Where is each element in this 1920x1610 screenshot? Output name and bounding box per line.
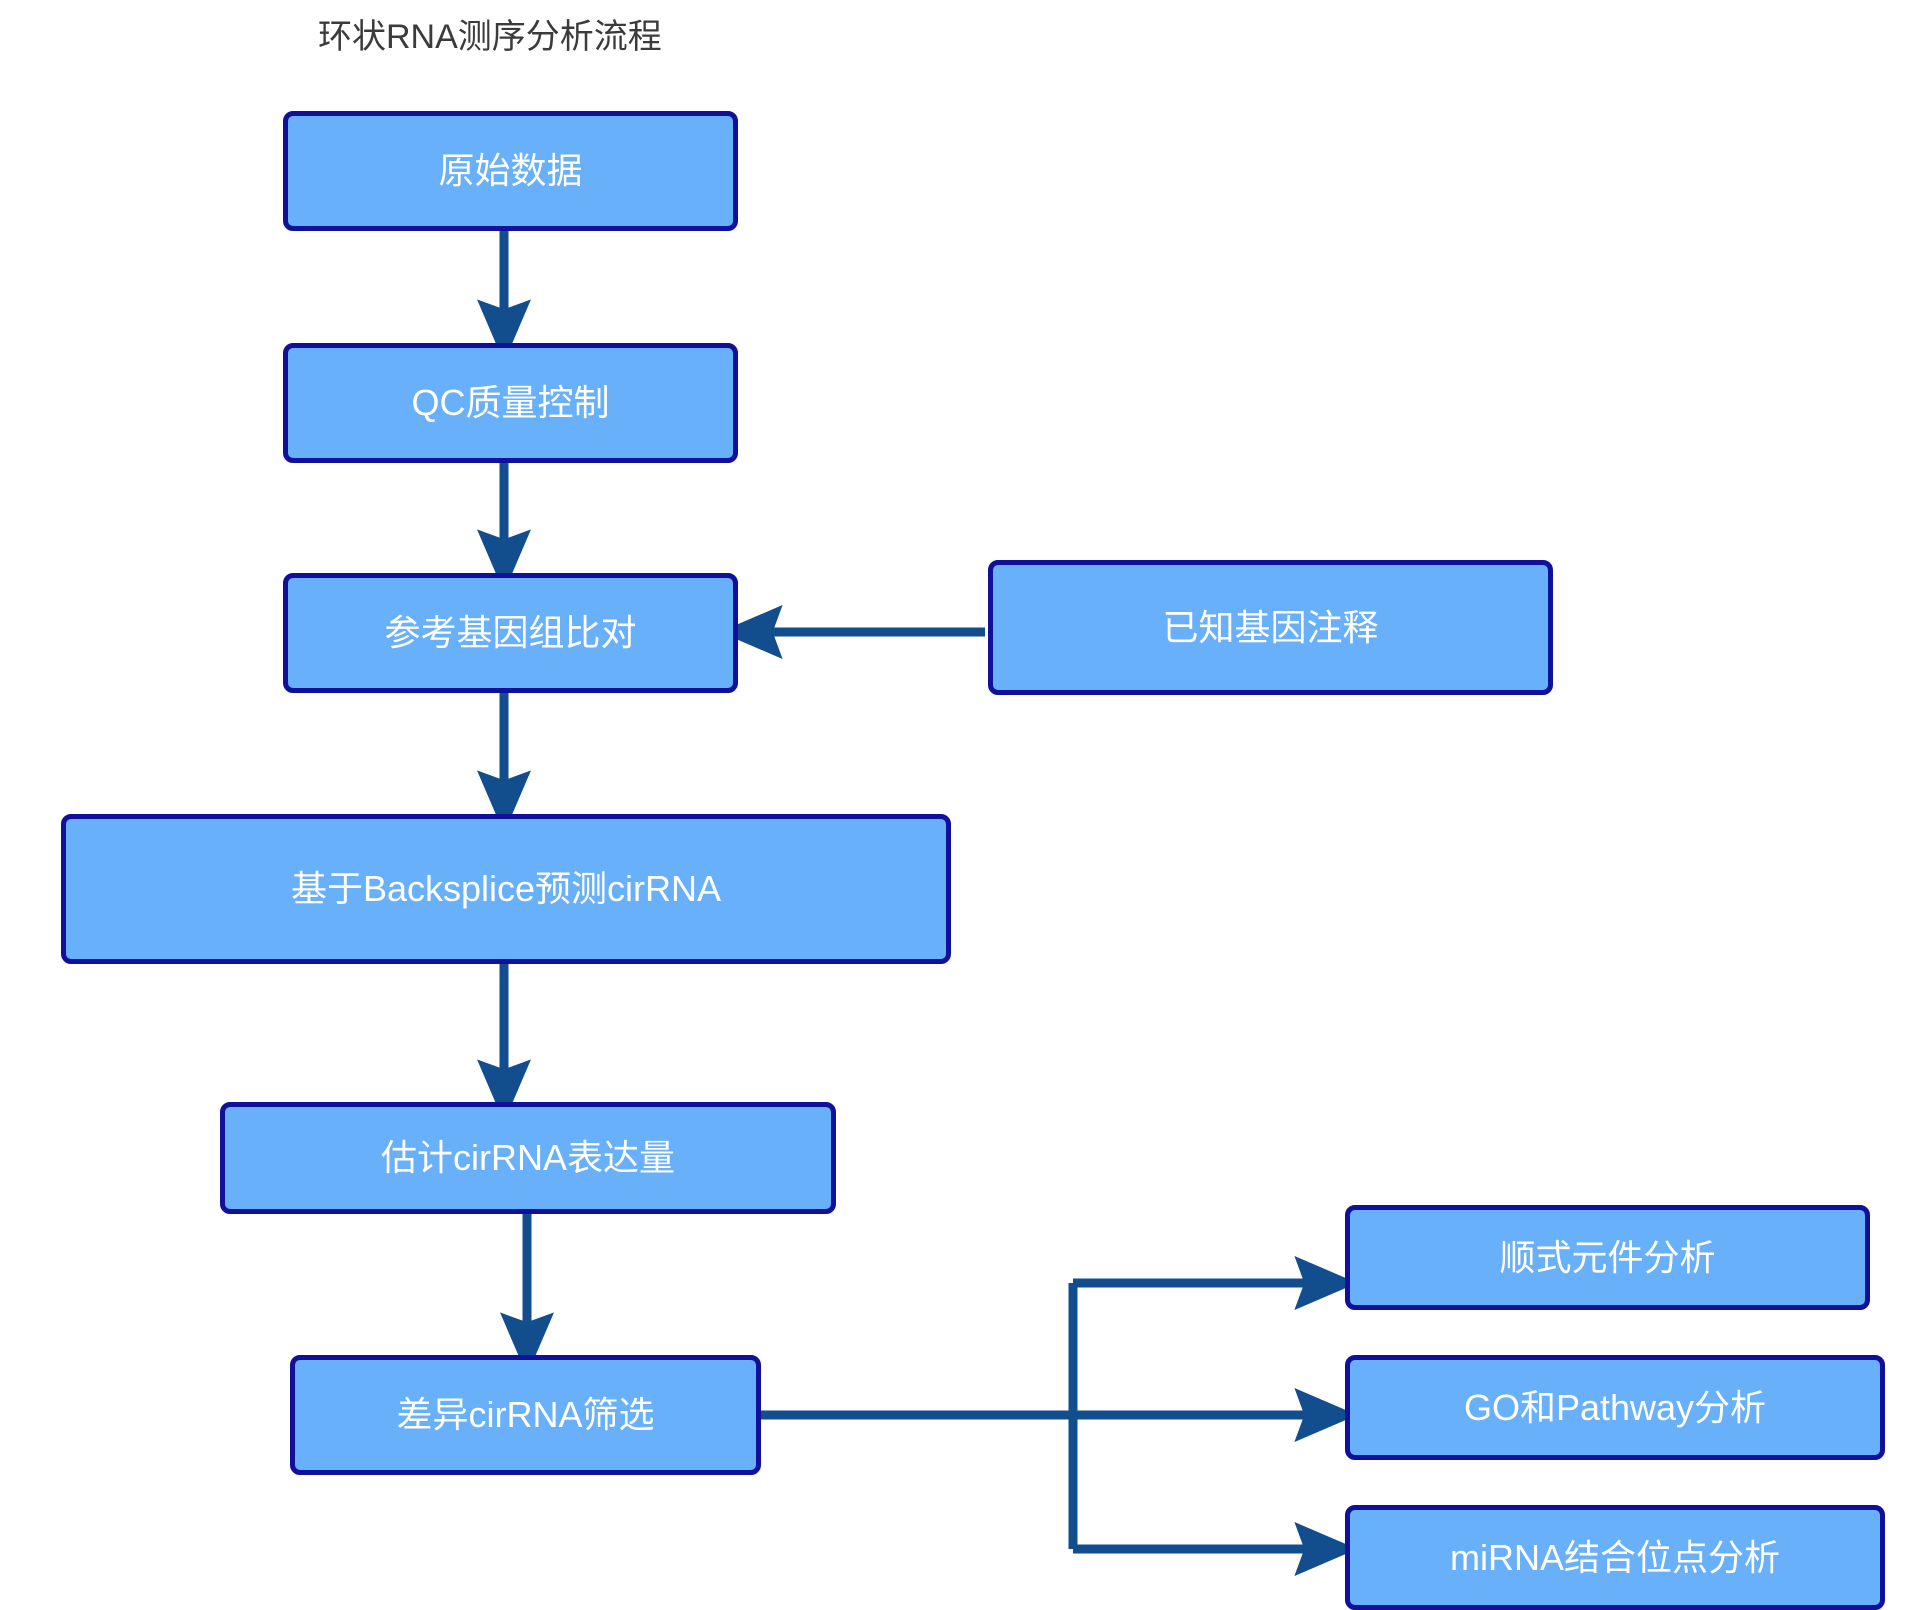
- node-go-pathway[interactable]: GO和Pathway分析: [1345, 1355, 1885, 1460]
- node-align[interactable]: 参考基因组比对: [283, 573, 738, 693]
- node-expression[interactable]: 估计cirRNA表达量: [220, 1102, 836, 1214]
- node-label: miRNA结合位点分析: [1450, 1536, 1780, 1578]
- node-label: 差异cirRNA筛选: [396, 1394, 655, 1435]
- node-raw-data[interactable]: 原始数据: [283, 111, 738, 231]
- page-title: 环状RNA测序分析流程: [318, 18, 662, 56]
- node-label: 已知基因注释: [1162, 606, 1379, 648]
- node-qc[interactable]: QC质量控制: [283, 343, 738, 463]
- node-label: QC质量控制: [411, 382, 610, 423]
- node-backsplice[interactable]: 基于Backsplice预测cirRNA: [61, 814, 951, 964]
- node-label: 估计cirRNA表达量: [381, 1137, 675, 1178]
- node-label: 原始数据: [438, 150, 583, 191]
- node-label: 基于Backsplice预测cirRNA: [290, 868, 722, 909]
- node-diff-screen[interactable]: 差异cirRNA筛选: [290, 1355, 761, 1475]
- node-label: GO和Pathway分析: [1463, 1386, 1767, 1428]
- node-cis-element[interactable]: 顺式元件分析: [1345, 1205, 1870, 1310]
- node-label: 参考基因组比对: [384, 612, 637, 653]
- node-known-gene[interactable]: 已知基因注释: [988, 560, 1553, 695]
- node-mirna-binding[interactable]: miRNA结合位点分析: [1345, 1505, 1885, 1610]
- node-label: 顺式元件分析: [1499, 1236, 1716, 1278]
